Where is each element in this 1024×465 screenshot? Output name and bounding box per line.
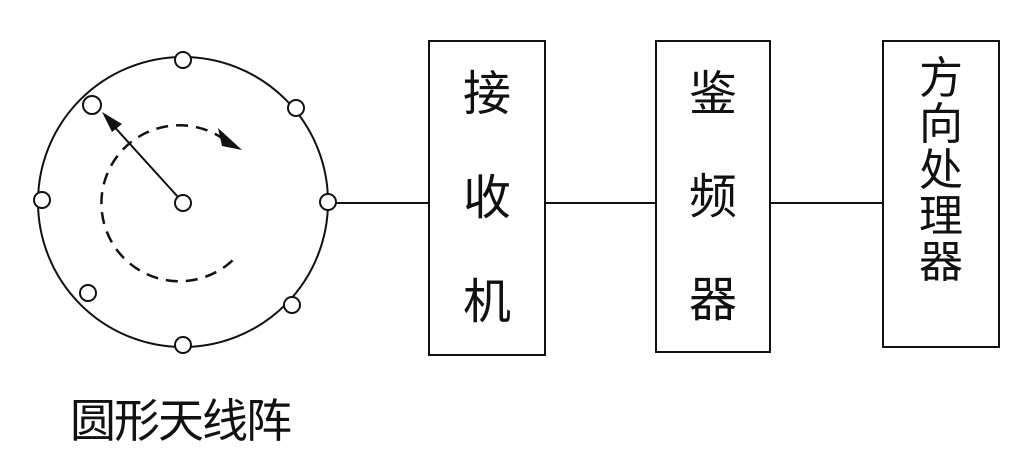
- rotation-pointer: [109, 121, 179, 198]
- receiver-char: 机: [462, 274, 511, 330]
- processor-char: 向: [919, 99, 963, 150]
- rotation-arrowhead-icon: [218, 128, 242, 150]
- antenna-elements: [33, 51, 337, 354]
- center-element: [174, 194, 192, 212]
- discriminator-char: 器: [688, 271, 737, 328]
- antenna-array-caption: 圆形天线阵: [70, 394, 292, 448]
- processor-char: 理: [919, 191, 963, 242]
- direction-processor-block: 方 向 处 理 器: [882, 40, 1000, 348]
- receiver-block: 接 收 机: [428, 40, 546, 356]
- receiver-char: 收: [462, 170, 511, 226]
- processor-char: 方: [919, 53, 963, 104]
- receiver-char: 接: [462, 66, 511, 122]
- pointer-arrowhead-icon: [102, 112, 122, 132]
- discriminator-char: 频: [688, 168, 737, 225]
- frequency-discriminator-block: 鉴 频 器: [655, 40, 771, 353]
- rotation-dashed-arc: [100, 124, 236, 283]
- processor-char: 处: [919, 145, 963, 196]
- discriminator-char: 鉴: [688, 65, 737, 122]
- processor-char: 器: [919, 237, 963, 288]
